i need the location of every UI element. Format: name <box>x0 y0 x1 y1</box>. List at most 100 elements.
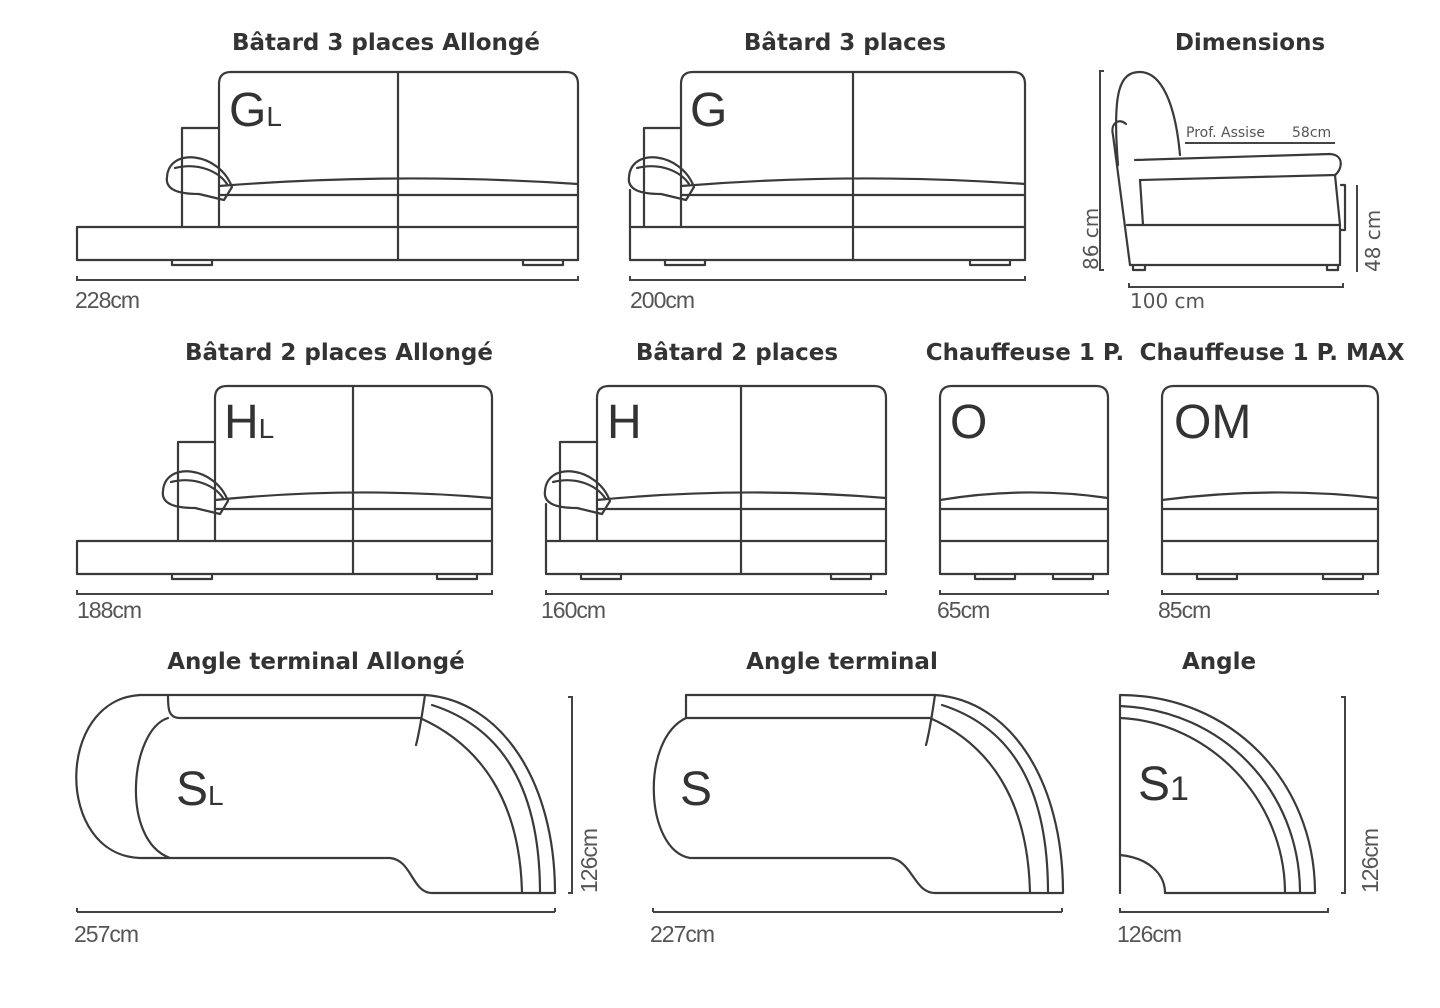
width-h: 160cm <box>541 597 605 623</box>
arm-roll <box>543 470 612 516</box>
title-batard-3: Bâtard 3 places <box>744 30 946 56</box>
outline <box>1118 693 1317 895</box>
arm-roll-line <box>635 165 691 186</box>
title-angle-terminal: Angle terminal <box>746 649 938 675</box>
title-batard-2-allonge: Bâtard 2 places Allongé <box>185 340 493 366</box>
backrest <box>1115 70 1182 167</box>
code-g: G <box>690 84 727 137</box>
backrest-arm <box>138 693 557 895</box>
width-o: 65cm <box>937 597 989 623</box>
code-s1: S1 <box>1138 758 1189 811</box>
width-dimension-line <box>629 276 1026 281</box>
foot <box>1195 572 1239 581</box>
width-om: 85cm <box>1158 597 1210 623</box>
seat-body <box>1138 173 1342 227</box>
width-dimension-line <box>1161 590 1379 595</box>
depth-value: 100 cm <box>1130 289 1205 313</box>
depth-dimension-line <box>568 696 573 894</box>
sofa-gl <box>75 70 580 281</box>
foot <box>663 258 707 267</box>
arm-block <box>176 440 217 543</box>
foot <box>435 572 479 581</box>
seat-side <box>1339 183 1347 232</box>
arm-block <box>642 126 683 229</box>
feet <box>1131 263 1340 272</box>
depth-line <box>1128 283 1344 288</box>
width-sl: 257cm <box>74 921 138 947</box>
backrest-arm <box>684 693 1065 895</box>
height-value: 86 cm <box>1079 208 1103 270</box>
code-om: OM <box>1174 396 1251 449</box>
width-s1: 126cm <box>1117 921 1181 947</box>
base <box>938 539 1110 576</box>
arm-line <box>1118 716 1287 895</box>
backrest <box>938 384 1110 576</box>
seat-depth-label: Prof. Assise <box>1186 125 1265 141</box>
width-dimension-line <box>652 908 1063 913</box>
arm-roll <box>165 156 234 202</box>
width-dimension-line <box>76 590 493 595</box>
width-dimension-line <box>1119 908 1329 913</box>
code-s: S <box>680 763 712 816</box>
code-gl: GL <box>229 84 282 137</box>
side-view <box>1099 70 1358 288</box>
backrest <box>1160 384 1380 576</box>
depth-dimension-line <box>1341 696 1346 894</box>
seat-depth-value: 58cm <box>1292 125 1331 141</box>
seat-cushion <box>1160 491 1380 502</box>
sofa-om <box>1160 384 1380 595</box>
seat-height-value: 48 cm <box>1361 210 1385 272</box>
title-angle: Angle <box>1182 649 1256 675</box>
outline <box>75 693 524 895</box>
width-gl: 228cm <box>75 287 139 313</box>
width-g: 200cm <box>630 287 694 313</box>
arm-line <box>940 703 1050 895</box>
foot <box>973 572 1017 581</box>
sofa-hl <box>75 384 494 595</box>
code-hl: HL <box>224 396 274 449</box>
width-dimension-line <box>545 590 887 595</box>
title-chauffeuse-max: Chauffeuse 1 P. MAX <box>1140 340 1405 366</box>
base <box>544 539 888 576</box>
seat-edge <box>134 716 172 860</box>
sofa-h <box>543 384 888 595</box>
base <box>628 225 1027 262</box>
foot <box>1321 572 1365 581</box>
foot <box>829 572 873 581</box>
base <box>1160 539 1380 576</box>
title-chauffeuse: Chauffeuse 1 P. <box>926 340 1124 366</box>
sofa-g <box>627 70 1027 281</box>
sofa-o <box>938 384 1110 595</box>
arm-roll <box>161 470 230 516</box>
foot <box>579 572 623 581</box>
depth-sl: 126cm <box>576 829 602 893</box>
sofa-sl <box>75 693 573 913</box>
code-h: H <box>607 396 642 449</box>
arm-line <box>430 703 542 895</box>
outline <box>652 716 1032 895</box>
sofa-s1 <box>1118 693 1346 913</box>
arm-roll <box>627 156 696 202</box>
title-dimensions: Dimensions <box>1175 30 1325 56</box>
depth-s1: 126cm <box>1357 829 1383 893</box>
width-dimension-line <box>939 590 1109 595</box>
divider <box>924 693 937 747</box>
divider <box>414 693 427 747</box>
back-frame <box>1111 120 1132 267</box>
code-sl: SL <box>176 763 224 816</box>
base <box>75 225 580 262</box>
title-batard-3-allonge: Bâtard 3 places Allongé <box>232 30 540 56</box>
base <box>1125 223 1342 267</box>
title-angle-terminal-allonge: Angle terminal Allongé <box>167 649 465 675</box>
seat-corner <box>1118 853 1167 895</box>
base <box>75 539 494 576</box>
arm-roll-line <box>169 479 225 500</box>
foot <box>1051 572 1095 581</box>
sofa-s <box>652 693 1065 913</box>
foot <box>170 572 214 581</box>
seat-cushion <box>1133 152 1342 182</box>
seat-cushion <box>938 491 1110 502</box>
width-s: 227cm <box>650 921 714 947</box>
arm-line <box>1118 704 1302 895</box>
